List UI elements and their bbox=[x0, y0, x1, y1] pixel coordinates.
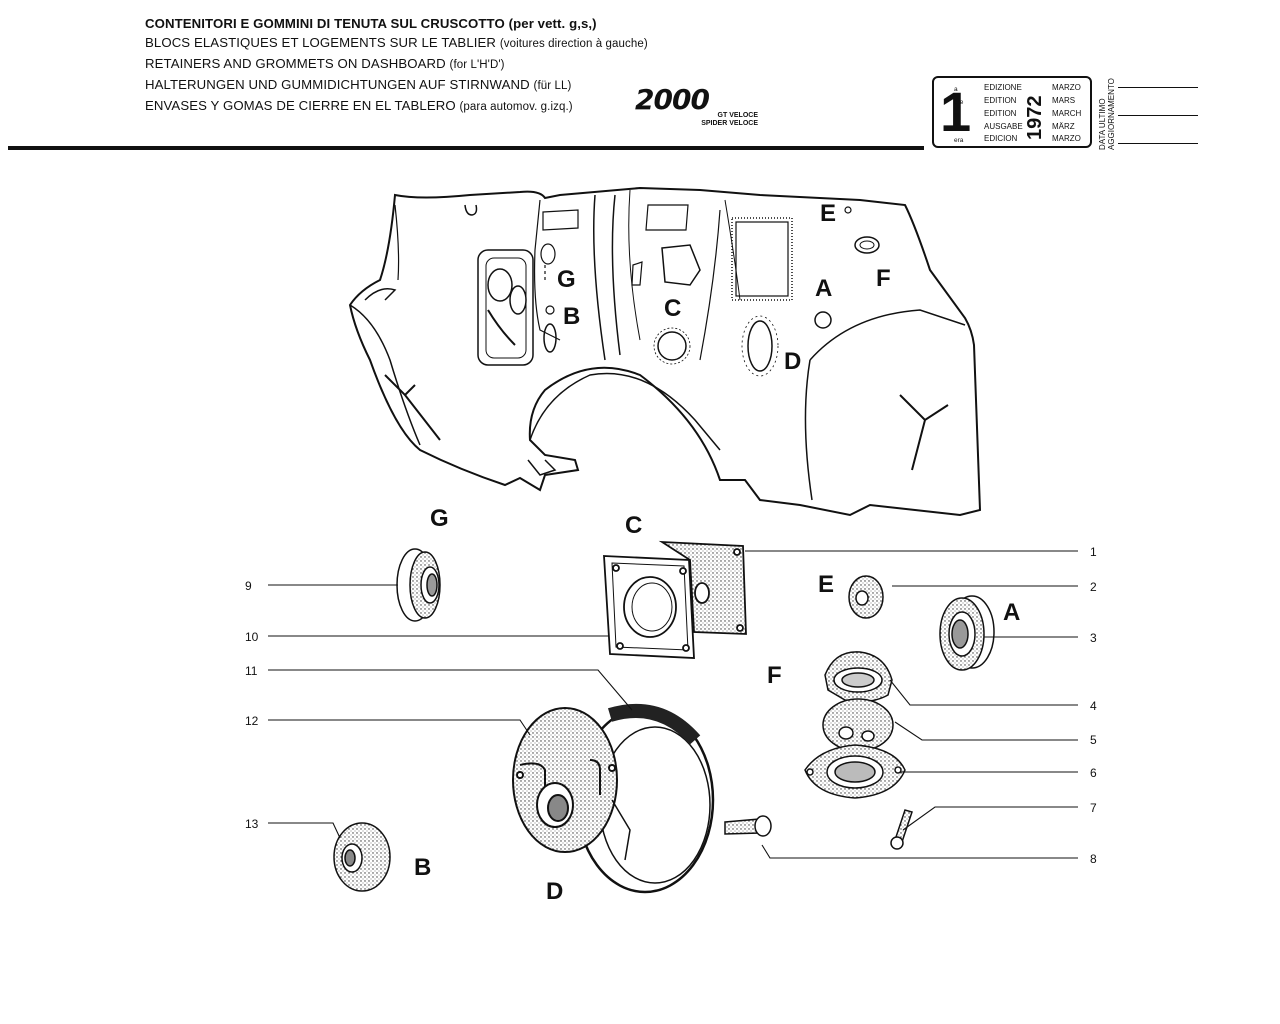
callout-7: 7 bbox=[1090, 801, 1097, 815]
update-line-2 bbox=[1118, 115, 1198, 116]
part-letter-e: E bbox=[818, 571, 835, 598]
model-logo-subtitle: GT VELOCE SPIDER VELOCE bbox=[701, 112, 758, 127]
part-letter-f: F bbox=[767, 662, 782, 689]
panel-letter-f: F bbox=[876, 265, 891, 292]
panel-letter-g: G bbox=[557, 266, 576, 293]
title-spanish: ENVASES Y GOMAS DE CIERRE EN EL TABLERO … bbox=[145, 98, 573, 113]
part-letter-d: D bbox=[546, 878, 564, 905]
callout-10: 10 bbox=[245, 630, 259, 644]
panel-letter-b: B bbox=[563, 303, 581, 330]
update-line-3 bbox=[1118, 143, 1198, 144]
grommet-a bbox=[939, 595, 995, 671]
part-letter-c: C bbox=[625, 512, 643, 539]
callout-1: 1 bbox=[1090, 545, 1097, 559]
edition-number: 1 bbox=[940, 80, 972, 143]
callout-6: 6 bbox=[1090, 766, 1097, 780]
callout-5: 5 bbox=[1090, 733, 1097, 747]
callout-9: 9 bbox=[245, 579, 252, 593]
callout-12: 12 bbox=[245, 714, 259, 728]
edition-label-fr: EDITION bbox=[984, 96, 1017, 105]
grommet-b bbox=[333, 822, 391, 892]
panel-letter-c: C bbox=[664, 295, 682, 322]
leader-lines bbox=[268, 550, 1078, 859]
grommet-g bbox=[396, 548, 441, 622]
screw-8 bbox=[724, 815, 772, 837]
part-letter-g: G bbox=[430, 505, 449, 532]
edition-label-de: AUSGABE bbox=[984, 122, 1023, 131]
grommet-f-assembly bbox=[804, 651, 906, 799]
part-letter-b: B bbox=[414, 854, 432, 881]
title-german: HALTERUNGEN UND GUMMIDICHTUNGEN AUF STIR… bbox=[145, 77, 572, 92]
retainer-d bbox=[512, 703, 715, 894]
panel-letter-e: E bbox=[820, 200, 837, 227]
callout-11: 11 bbox=[245, 664, 258, 678]
callout-13: 13 bbox=[245, 817, 259, 831]
callout-2: 2 bbox=[1090, 580, 1097, 594]
model-logo: 2000 bbox=[635, 83, 710, 116]
header-rule bbox=[8, 146, 924, 150]
part-letter-a: A bbox=[1003, 599, 1021, 626]
edition-box: 1 a ere st . era EDIZIONE EDITION EDITIO… bbox=[932, 76, 1092, 148]
title-english: RETAINERS AND GROMMETS ON DASHBOARD (for… bbox=[145, 56, 505, 71]
screw-7 bbox=[890, 809, 913, 850]
edition-label-en: EDITION bbox=[984, 109, 1017, 118]
callout-8: 8 bbox=[1090, 852, 1097, 866]
dashboard-panel bbox=[348, 186, 982, 517]
update-line-1 bbox=[1118, 87, 1198, 88]
panel-letter-d: D bbox=[784, 348, 802, 375]
edition-label-es: EDICION bbox=[984, 134, 1018, 143]
header-titles: CONTENITORI E GOMMINI DI TENUTA SUL CRUS… bbox=[145, 14, 648, 117]
callout-4: 4 bbox=[1090, 699, 1097, 713]
title-italian: CONTENITORI E GOMMINI DI TENUTA SUL CRUS… bbox=[145, 16, 597, 31]
edition-label-it: EDIZIONE bbox=[984, 83, 1022, 92]
retainer-plate-c bbox=[603, 540, 747, 659]
plug-e bbox=[848, 575, 884, 619]
panel-letter-a: A bbox=[815, 275, 833, 302]
title-french: BLOCS ELASTIQUES ET LOGEMENTS SUR LE TAB… bbox=[145, 35, 648, 50]
callout-3: 3 bbox=[1090, 631, 1097, 645]
